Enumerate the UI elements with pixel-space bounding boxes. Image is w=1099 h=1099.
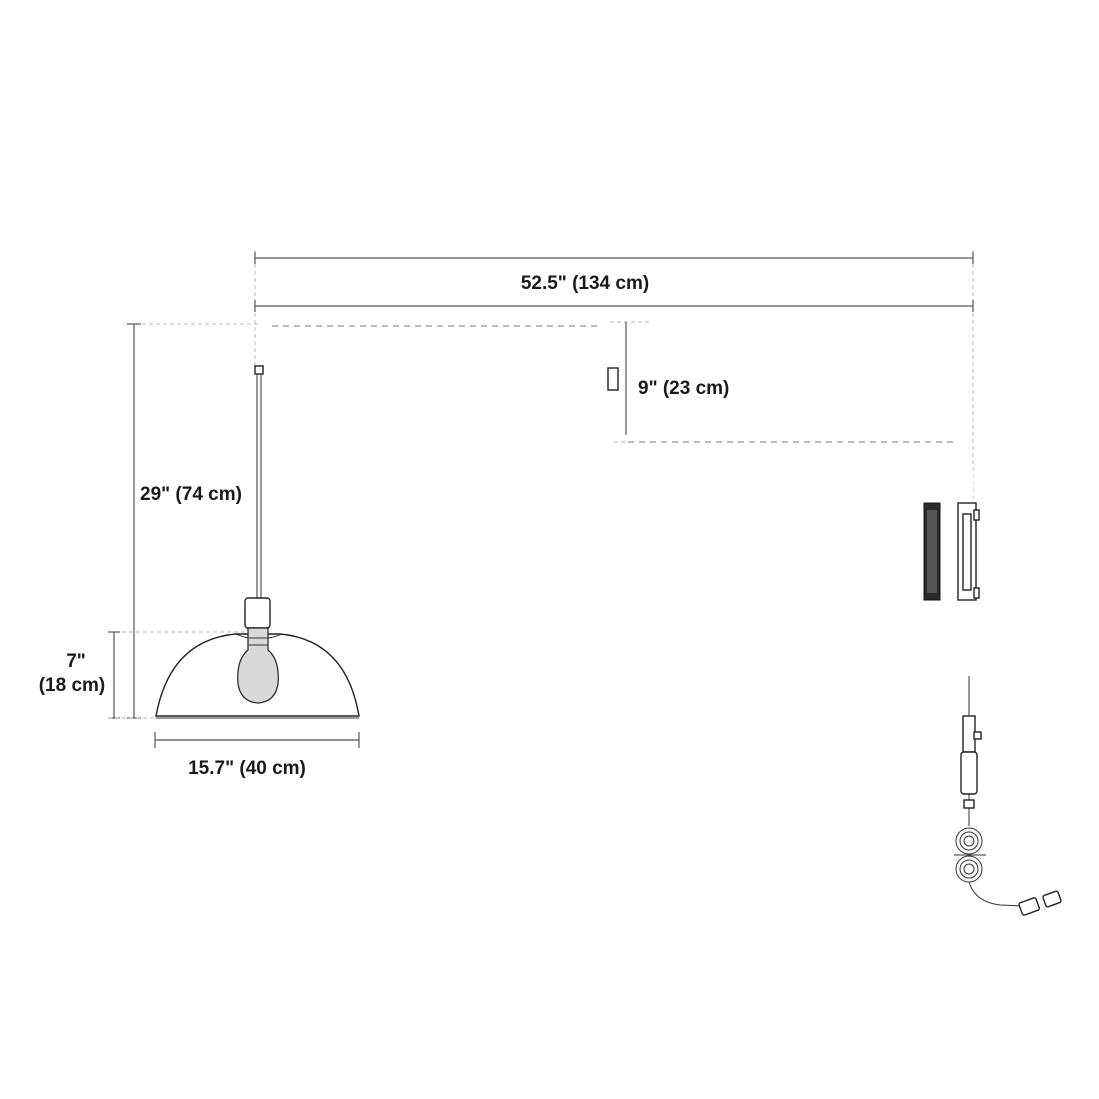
swing-arm bbox=[254, 323, 973, 676]
inline-switch-body bbox=[960, 751, 978, 795]
bracket-clip-bottom bbox=[973, 587, 980, 599]
plug-head bbox=[1042, 890, 1062, 908]
switch-knob bbox=[973, 731, 982, 740]
light-bulb bbox=[237, 627, 279, 704]
pendant-shade-assembly bbox=[155, 374, 360, 719]
overall-width-label: 52.5" (134 cm) bbox=[521, 273, 649, 294]
arm-end-cap bbox=[254, 365, 264, 375]
shade-diameter-label: 15.7" (40 cm) bbox=[188, 758, 306, 779]
shade-height-label-inches: 7" bbox=[66, 651, 86, 672]
bracket-clip-top bbox=[973, 509, 980, 521]
socket-holder bbox=[244, 597, 271, 629]
cord-clip bbox=[963, 799, 975, 809]
arm-joint bbox=[607, 367, 619, 391]
overall-width-dimension: 52.5" (134 cm) bbox=[254, 250, 974, 500]
power-cord-assembly bbox=[954, 676, 1062, 916]
arm-drop-dimension: 9" (23 cm) bbox=[610, 321, 729, 443]
shade-height-dimension: 7" (18 cm) bbox=[39, 631, 250, 719]
inline-switch-top bbox=[962, 715, 976, 753]
mount-bracket-inner bbox=[962, 513, 972, 591]
hanging-height-label: 29" (74 cm) bbox=[140, 484, 242, 505]
wall-mount bbox=[923, 502, 980, 601]
shade-diameter-dimension: 15.7" (40 cm) bbox=[154, 732, 360, 779]
coiled-cord bbox=[954, 827, 986, 883]
plug-body bbox=[1018, 897, 1040, 916]
shade-height-label-cm: (18 cm) bbox=[39, 675, 106, 696]
arm-drop-label: 9" (23 cm) bbox=[638, 378, 729, 399]
wall-plate-texture bbox=[927, 510, 937, 593]
